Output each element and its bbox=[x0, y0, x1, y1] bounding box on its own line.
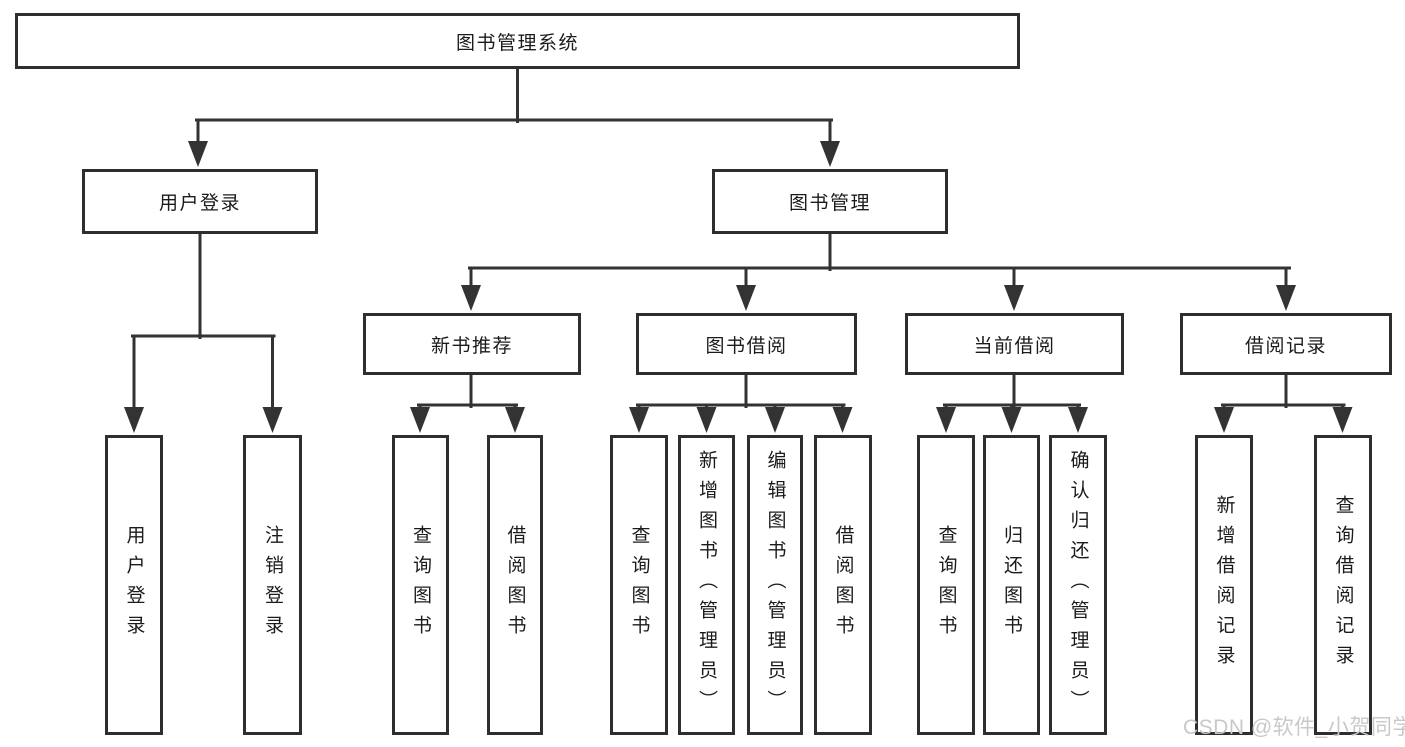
node-label: 确认归还（管理员） bbox=[1067, 450, 1089, 720]
node-label: 新增图书（管理员） bbox=[696, 450, 717, 720]
node-root-system: 图书管理系统 bbox=[15, 13, 1020, 69]
node-book-borrow: 图书借阅 bbox=[636, 313, 857, 375]
leaf-borrow-book: 借阅图书 bbox=[814, 435, 872, 735]
node-label: 编辑图书（管理员） bbox=[764, 450, 786, 720]
node-label: 查询图书 bbox=[410, 525, 431, 645]
node-label: 用户登录 bbox=[123, 525, 145, 645]
node-label: 图书管理 bbox=[788, 193, 871, 214]
leaf-query-book-current: 查询图书 bbox=[917, 435, 975, 735]
node-label: 查询借阅记录 bbox=[1332, 495, 1354, 675]
node-label: 归还图书 bbox=[1001, 525, 1022, 645]
node-label: 查询图书 bbox=[628, 525, 650, 645]
node-borrow-records: 借阅记录 bbox=[1180, 313, 1392, 375]
node-label: 借阅图书 bbox=[832, 525, 854, 645]
leaf-user-login: 用户登录 bbox=[105, 435, 163, 735]
node-current-borrow: 当前借阅 bbox=[905, 313, 1124, 375]
leaf-edit-book-admin: 编辑图书（管理员） bbox=[747, 435, 803, 735]
node-label: 注销登录 bbox=[262, 525, 283, 645]
leaf-add-book-admin: 新增图书（管理员） bbox=[678, 435, 735, 735]
node-book-management: 图书管理 bbox=[712, 169, 948, 234]
node-label: 当前借阅 bbox=[973, 335, 1056, 357]
node-label: 新书推荐 bbox=[430, 335, 513, 357]
leaf-query-book-recommend: 查询图书 bbox=[392, 435, 449, 735]
watermark: CSDN @软件_小贺同学 bbox=[1183, 716, 1405, 739]
leaf-logout-login: 注销登录 bbox=[243, 435, 302, 735]
arrow-heads bbox=[124, 141, 1353, 433]
node-label: 借阅图书 bbox=[504, 525, 526, 645]
node-label: 用户登录 bbox=[158, 193, 241, 214]
leaf-return-book: 归还图书 bbox=[983, 435, 1040, 735]
connector-paths bbox=[131, 64, 1346, 415]
node-label: 图书借阅 bbox=[705, 335, 788, 357]
leaf-add-borrow-record: 新增借阅记录 bbox=[1195, 435, 1253, 735]
node-label: 新增借阅记录 bbox=[1213, 495, 1235, 675]
node-label: 图书管理系统 bbox=[455, 32, 579, 54]
node-label: 查询图书 bbox=[935, 525, 957, 645]
leaf-query-book-borrow: 查询图书 bbox=[610, 435, 668, 735]
node-new-book-recommend: 新书推荐 bbox=[363, 313, 581, 375]
node-user-login: 用户登录 bbox=[82, 169, 318, 234]
leaf-query-borrow-record: 查询借阅记录 bbox=[1314, 435, 1372, 735]
leaf-confirm-return-admin: 确认归还（管理员） bbox=[1049, 435, 1107, 735]
leaf-borrow-book-recommend: 借阅图书 bbox=[487, 435, 543, 735]
node-label: 借阅记录 bbox=[1244, 335, 1327, 357]
